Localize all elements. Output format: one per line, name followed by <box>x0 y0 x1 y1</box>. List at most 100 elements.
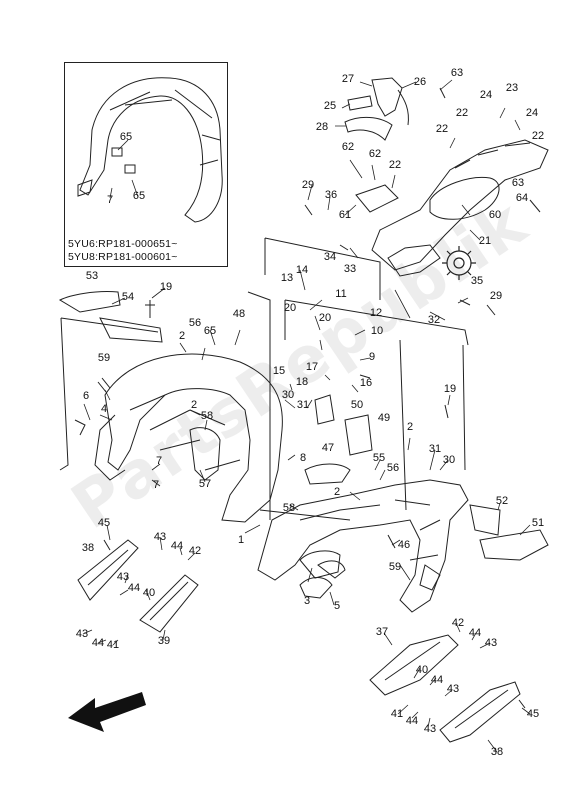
callout-40: 40 <box>415 664 429 676</box>
callout-51: 51 <box>531 517 545 529</box>
panel-50 <box>314 394 335 425</box>
callout-31: 31 <box>296 399 310 411</box>
pad-54 <box>99 317 163 343</box>
inset-detail-box <box>64 62 228 267</box>
callout-47: 47 <box>321 442 335 454</box>
callout-55: 55 <box>372 452 386 464</box>
callout-42: 42 <box>188 545 202 557</box>
callout-64: 64 <box>515 192 529 204</box>
callout-19: 19 <box>159 281 173 293</box>
strap-28 <box>344 117 393 141</box>
callout-30: 30 <box>281 389 295 401</box>
bolts <box>74 87 541 709</box>
callout-58: 58 <box>200 410 214 422</box>
callout-2: 2 <box>178 330 186 342</box>
callout-23: 23 <box>505 82 519 94</box>
callout-12: 12 <box>369 307 383 319</box>
callout-31: 31 <box>428 443 442 455</box>
callout-2: 2 <box>333 486 341 498</box>
callout-25: 25 <box>323 100 337 112</box>
callout-56: 56 <box>386 462 400 474</box>
callout-21: 21 <box>478 235 492 247</box>
callout-63: 63 <box>511 177 525 189</box>
callout-59: 59 <box>388 561 402 573</box>
callout-8: 8 <box>299 452 307 464</box>
inset-pad-65a <box>111 147 123 157</box>
callout-16: 16 <box>359 377 373 389</box>
callout-6: 6 <box>82 390 90 402</box>
callout-61: 61 <box>338 209 352 221</box>
inset-pad-65b <box>124 164 136 174</box>
callout-52: 52 <box>495 495 509 507</box>
callout-29: 29 <box>489 290 503 302</box>
callout-43: 43 <box>423 723 437 735</box>
callout-15: 15 <box>272 365 286 377</box>
callout-38: 38 <box>81 542 95 554</box>
gear-icon <box>442 246 476 280</box>
callout-35: 35 <box>470 275 484 287</box>
callout-36: 36 <box>324 189 338 201</box>
callout-43: 43 <box>75 628 89 640</box>
callout-40: 40 <box>142 587 156 599</box>
callout-7: 7 <box>152 479 160 491</box>
callout-43: 43 <box>116 571 130 583</box>
callout-28: 28 <box>315 121 329 133</box>
plate-61 <box>355 184 399 213</box>
callout-24: 24 <box>479 89 493 101</box>
callout-2: 2 <box>406 421 414 433</box>
harness-27 <box>371 77 403 117</box>
callout-50: 50 <box>350 399 364 411</box>
callout-44: 44 <box>127 582 141 594</box>
callout-14: 14 <box>295 264 309 276</box>
main-frame-right <box>257 479 469 613</box>
callout-33: 33 <box>343 263 357 275</box>
callout-9: 9 <box>368 351 376 363</box>
callout-48: 48 <box>232 308 246 320</box>
inset-frame-part <box>79 77 223 223</box>
bracket-25 <box>347 95 373 111</box>
callout-43: 43 <box>446 683 460 695</box>
front-frame <box>104 353 283 523</box>
callout-53: 53 <box>85 270 99 282</box>
callout-44: 44 <box>91 637 105 649</box>
mount-38-left <box>77 539 139 601</box>
callout-5: 5 <box>333 600 341 612</box>
mount-38-right <box>439 681 521 743</box>
callout-62: 62 <box>341 141 355 153</box>
callout-22: 22 <box>388 159 402 171</box>
inset-serial-note-1: 5YU6:RP181-000651~ <box>68 238 178 250</box>
callout-3: 3 <box>303 595 311 607</box>
callout-44: 44 <box>430 674 444 686</box>
inset-serial-note-2: 5YU8:RP181-000601~ <box>68 251 178 263</box>
callout-44: 44 <box>405 715 419 727</box>
callout-56: 56 <box>188 317 202 329</box>
callout-63: 63 <box>450 67 464 79</box>
callout-54: 54 <box>121 291 135 303</box>
callout-57: 57 <box>198 478 212 490</box>
callout-46: 46 <box>397 539 411 551</box>
callout-32: 32 <box>427 314 441 326</box>
callout-65: 65 <box>119 131 133 143</box>
callout-41: 41 <box>390 708 404 720</box>
callout-24: 24 <box>525 107 539 119</box>
rear-frame-21 <box>371 139 549 271</box>
mount-37-right <box>369 634 459 696</box>
callout-59: 59 <box>97 352 111 364</box>
callout-1: 1 <box>237 534 245 546</box>
callout-39: 39 <box>157 635 171 647</box>
callout-62: 62 <box>368 148 382 160</box>
callout-22: 22 <box>455 107 469 119</box>
callout-20: 20 <box>283 302 297 314</box>
arrow-icon <box>68 692 146 732</box>
mount-39-left <box>139 574 199 633</box>
callout-7: 7 <box>155 455 163 467</box>
callout-60: 60 <box>488 209 502 221</box>
callout-45: 45 <box>97 517 111 529</box>
callout-34: 34 <box>323 251 337 263</box>
callout-44: 44 <box>468 627 482 639</box>
callout-20: 20 <box>318 312 332 324</box>
callout-17: 17 <box>305 361 319 373</box>
leader-lines <box>82 79 531 753</box>
callout-65: 65 <box>203 325 217 337</box>
